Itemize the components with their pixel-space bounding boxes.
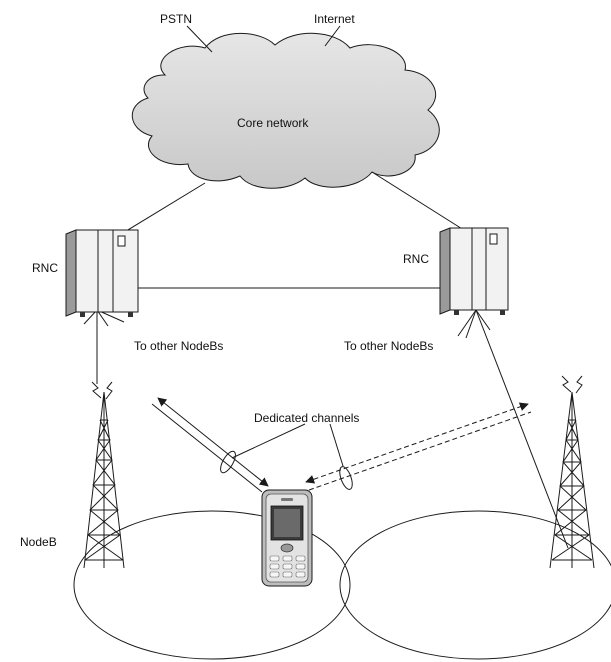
cell-coverage-left [73, 510, 351, 660]
nodeb-tower-left [83, 381, 125, 569]
pstn-label: PSTN [160, 12, 192, 26]
other-nodebs-right-label: To other NodeBs [344, 339, 433, 353]
fan-lines-right [457, 309, 491, 339]
rnc-right-cabinet [439, 227, 509, 315]
nodeb-tower-right [549, 375, 595, 569]
internet-label: Internet [314, 12, 355, 26]
dedicated-channel-left [151, 397, 269, 493]
rnc-left-cabinet [65, 229, 139, 317]
internet-pointer [324, 25, 341, 47]
core-network-label: Core network [237, 116, 309, 130]
link-core-rnc-right [371, 171, 468, 233]
link-core-rnc-left [117, 182, 206, 237]
cell-coverage-right [339, 510, 611, 660]
dedicated-channels-pointer-right [329, 423, 344, 467]
mobile-phone-icon [261, 489, 313, 587]
nodeb-label: NodeB [20, 535, 57, 549]
dedicated-channels-label: Dedicated channels [254, 411, 359, 425]
core-network-cloud [131, 32, 440, 189]
dedicated-channel-right [305, 402, 532, 491]
dedicated-channels-pointer-left [231, 423, 306, 459]
pstn-pointer [186, 25, 213, 53]
link-rnc-right-nodeb [475, 309, 569, 549]
rnc-left-label: RNC [32, 261, 58, 275]
other-nodebs-left-label: To other NodeBs [134, 339, 223, 353]
rnc-right-label: RNC [403, 252, 429, 266]
